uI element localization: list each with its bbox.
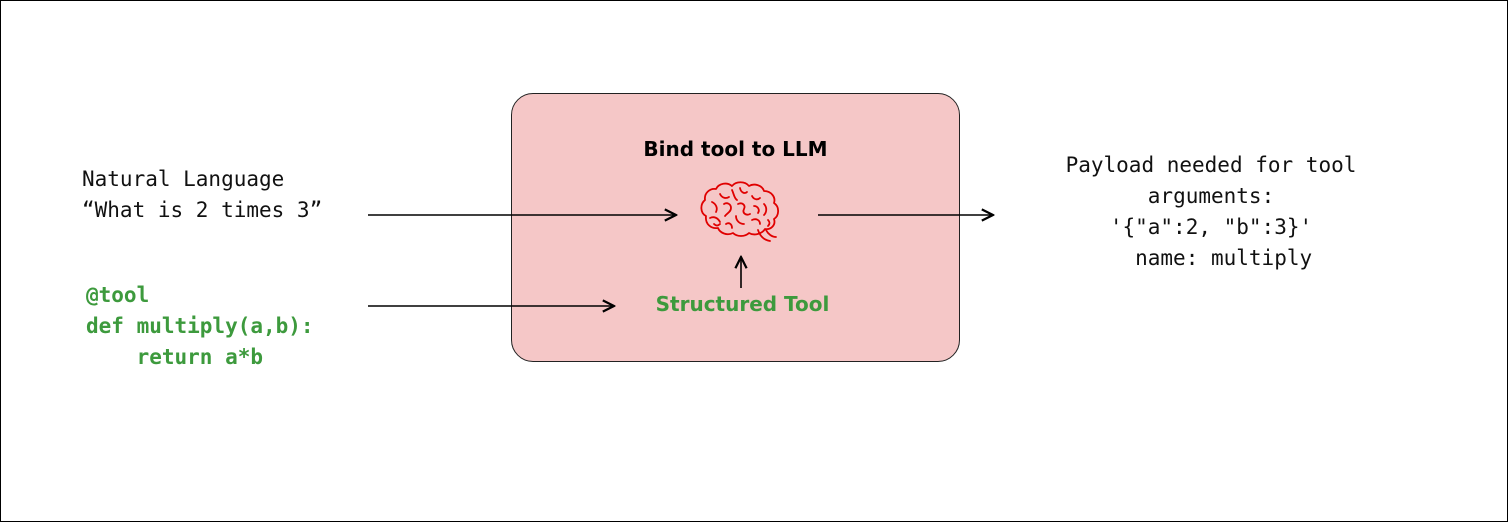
- code-def-line: def multiply(a,b):: [86, 314, 314, 338]
- bind-tool-title: Bind tool to LLM: [643, 137, 828, 161]
- brain-icon: [700, 181, 780, 242]
- natural-language-input: Natural Language “What is 2 times 3”: [82, 164, 322, 226]
- natural-language-query: “What is 2 times 3”: [82, 198, 323, 222]
- natural-language-label: Natural Language: [82, 167, 285, 191]
- tool-payload-output: Payload needed for tool arguments: '{"a":2…: [1040, 150, 1382, 274]
- code-return-line: return a*b: [86, 345, 264, 369]
- payload-tool-name: name: multiply: [1109, 246, 1313, 270]
- tool-code-block: @tool def multiply(a,b): return a*b: [86, 280, 314, 373]
- bind-tool-box: [511, 93, 960, 362]
- payload-arguments-label: arguments:: [1147, 184, 1275, 208]
- structured-tool-label: Structured Tool: [655, 292, 830, 316]
- code-decorator: @tool: [86, 283, 150, 307]
- payload-arguments-json: '{"a":2, "b":3}': [1109, 215, 1313, 239]
- payload-heading: Payload needed for tool: [1065, 153, 1357, 177]
